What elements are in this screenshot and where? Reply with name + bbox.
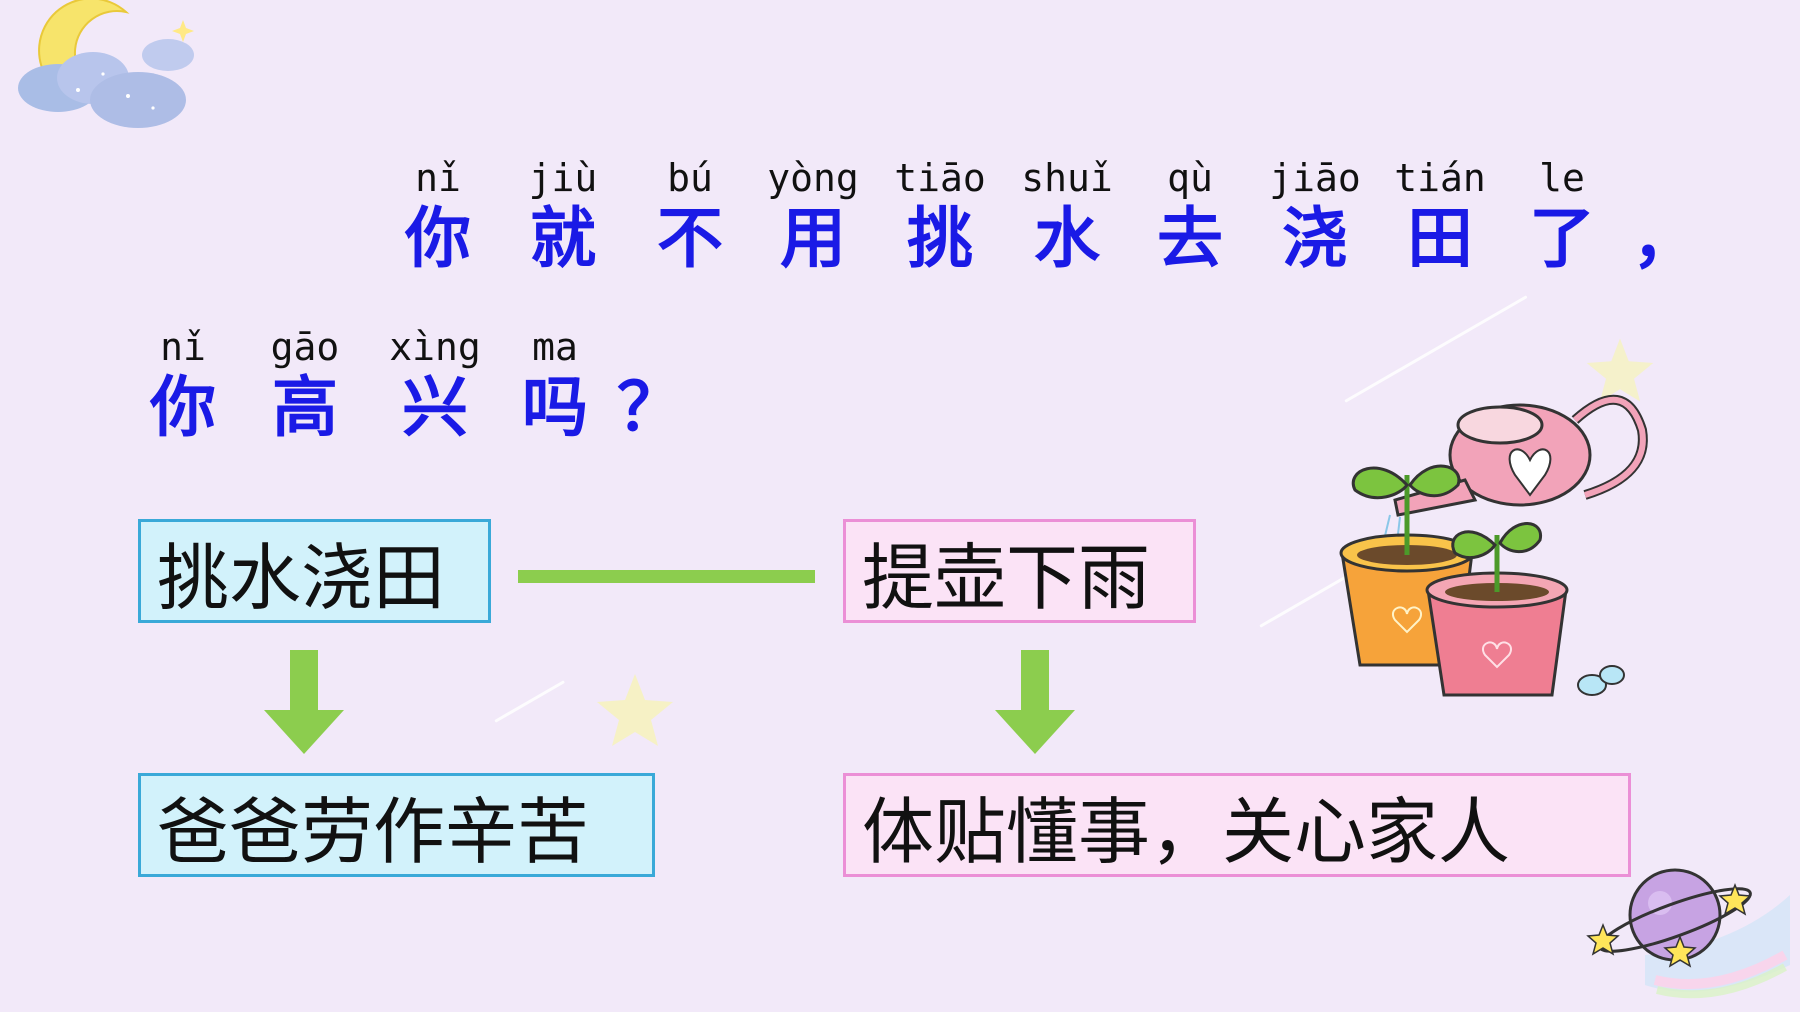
faint-star-icon — [597, 674, 673, 746]
moon-cloud-icon — [18, 0, 194, 128]
pinyin: nǐ — [160, 325, 206, 369]
down-arrow-icon — [995, 650, 1075, 754]
concept-box-caring-family: 体贴懂事，关心家人 — [843, 773, 1631, 877]
hanzi: ， — [1632, 199, 1698, 277]
pinyin: tián — [1394, 156, 1486, 200]
hanzi: 用 — [780, 199, 846, 277]
pinyin: jiù — [528, 156, 598, 200]
hanzi: 就 — [530, 199, 596, 277]
pinyin: tiāo — [894, 156, 986, 200]
hanzi: 你 — [150, 368, 216, 446]
hanzi: 兴 — [402, 368, 468, 446]
hanzi: 田 — [1407, 199, 1473, 277]
concept-box-carry-water: 挑水浇田 — [138, 519, 491, 623]
pinyin: nǐ — [415, 156, 461, 200]
hanzi: 水 — [1034, 199, 1100, 277]
pinyin: xìng — [389, 325, 481, 369]
hanzi: 你 — [405, 199, 471, 277]
pinyin: yòng — [767, 156, 859, 200]
hanzi: 不 — [657, 199, 723, 277]
hanzi: 去 — [1157, 199, 1223, 277]
connector-line — [518, 570, 815, 583]
pinyin: gāo — [270, 325, 340, 369]
pinyin: bú — [667, 156, 713, 200]
pinyin: ma — [532, 325, 578, 369]
syllable: ， — [1610, 158, 1720, 278]
watering-can-plants-icon — [1339, 394, 1648, 697]
concept-box-kettle-rain: 提壶下雨 — [843, 519, 1196, 623]
pinyin — [1610, 158, 1720, 198]
down-arrow-icon — [264, 650, 344, 754]
hanzi: 高 — [272, 368, 338, 446]
decorative-streak — [494, 680, 566, 723]
syllable: ？ — [595, 327, 705, 447]
hanzi: ？ — [617, 368, 683, 446]
pinyin: le — [1539, 156, 1585, 200]
concept-box-father-hardwork: 爸爸劳作辛苦 — [138, 773, 655, 877]
pinyin — [595, 327, 705, 367]
planet-icon — [1586, 868, 1790, 999]
hanzi: 了 — [1529, 199, 1595, 277]
pinyin: jiāo — [1269, 156, 1361, 200]
faint-star-icon — [1586, 338, 1654, 402]
hanzi: 吗 — [522, 368, 588, 446]
hanzi: 浇 — [1282, 199, 1348, 277]
pinyin: qù — [1167, 156, 1213, 200]
hanzi: 挑 — [907, 199, 973, 277]
pinyin: shuǐ — [1021, 156, 1113, 200]
